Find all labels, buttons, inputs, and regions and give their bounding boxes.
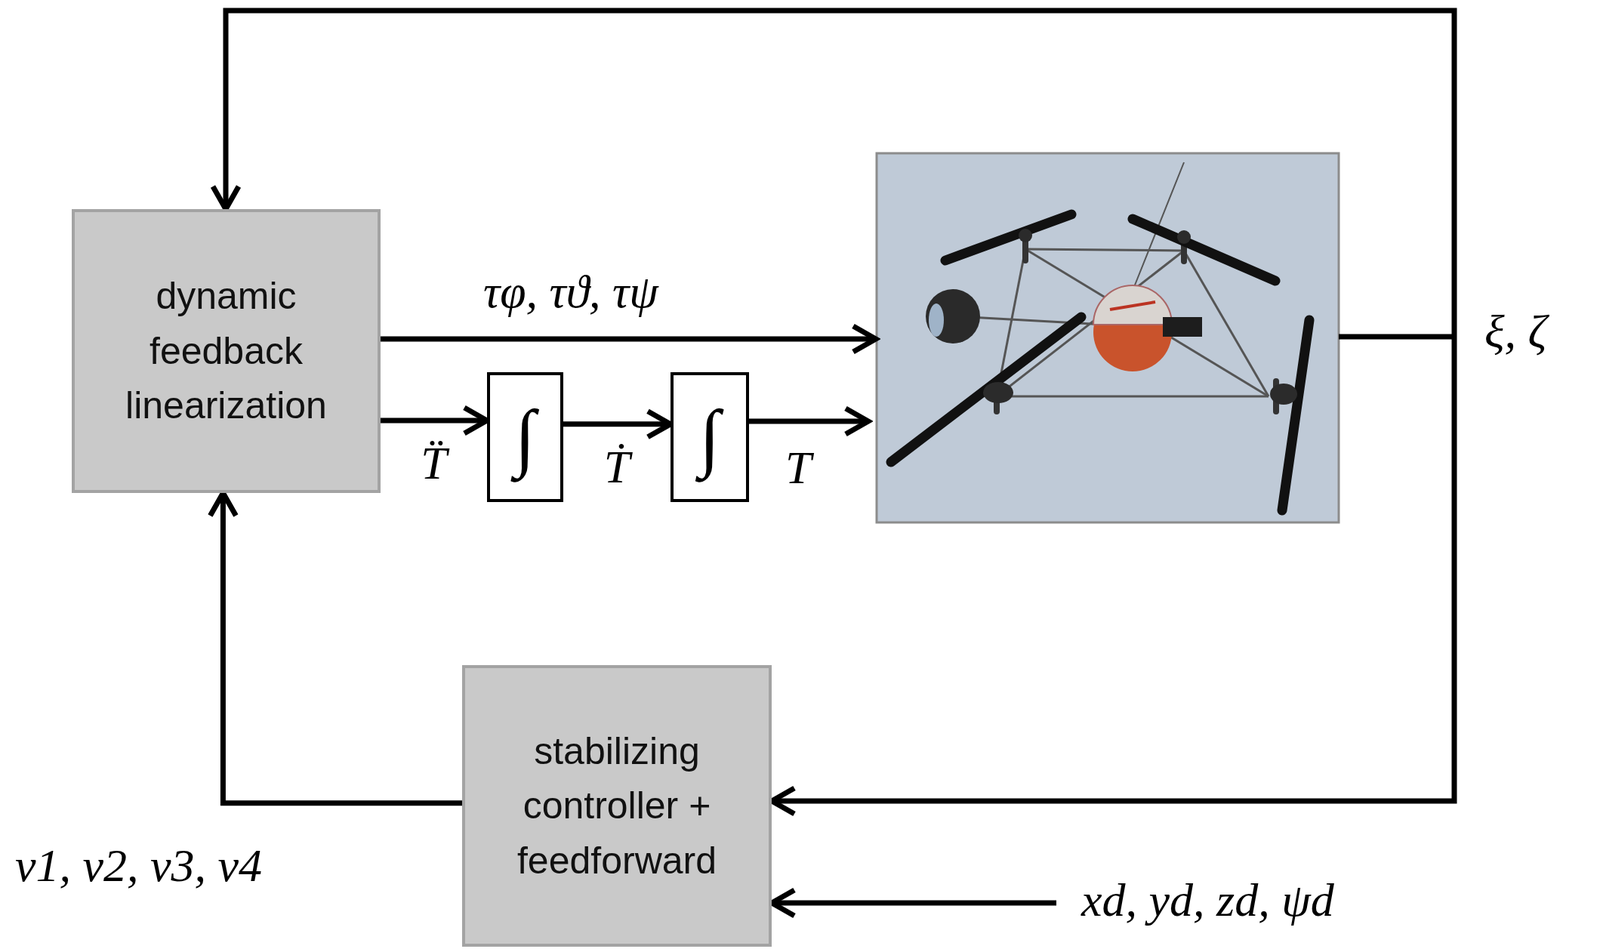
signal-label: Ṫ [601, 440, 633, 493]
signal-label: τφ, τϑ, τψ [483, 265, 659, 318]
signal-label: ξ, ζ [1484, 305, 1548, 358]
signal-label: T [785, 441, 811, 494]
signal-arrow [222, 493, 463, 804]
node-text: stabilizing controller + feedforward [495, 724, 739, 889]
signal-arrow [563, 421, 671, 427]
node-text: ∫ [514, 399, 536, 475]
signal-label: T̈ [417, 437, 450, 489]
node-text: ∫ [699, 399, 720, 475]
state-feedback-top [225, 10, 1455, 337]
quadrotor-illustration [890, 162, 1310, 511]
state-output [1338, 334, 1455, 340]
process-box: stabilizing controller + feedforward [462, 665, 772, 947]
photo-panel [876, 153, 1339, 523]
process-box: dynamic feedback linearization [71, 209, 381, 494]
integrator-block: ∫ [487, 372, 564, 503]
thrust-signal [749, 419, 869, 425]
integrator-block: ∫ [670, 372, 750, 503]
state-feedback-bottom [771, 336, 1455, 802]
signal-label: v1, v2, v3, v4 [15, 839, 263, 891]
torque-signal [380, 336, 876, 343]
node-text: dynamic feedback linearization [104, 268, 348, 434]
signal-arrow [380, 418, 488, 424]
reference-input [771, 900, 1057, 907]
signal-label: xd, yd, zd, ψd [1081, 874, 1335, 926]
